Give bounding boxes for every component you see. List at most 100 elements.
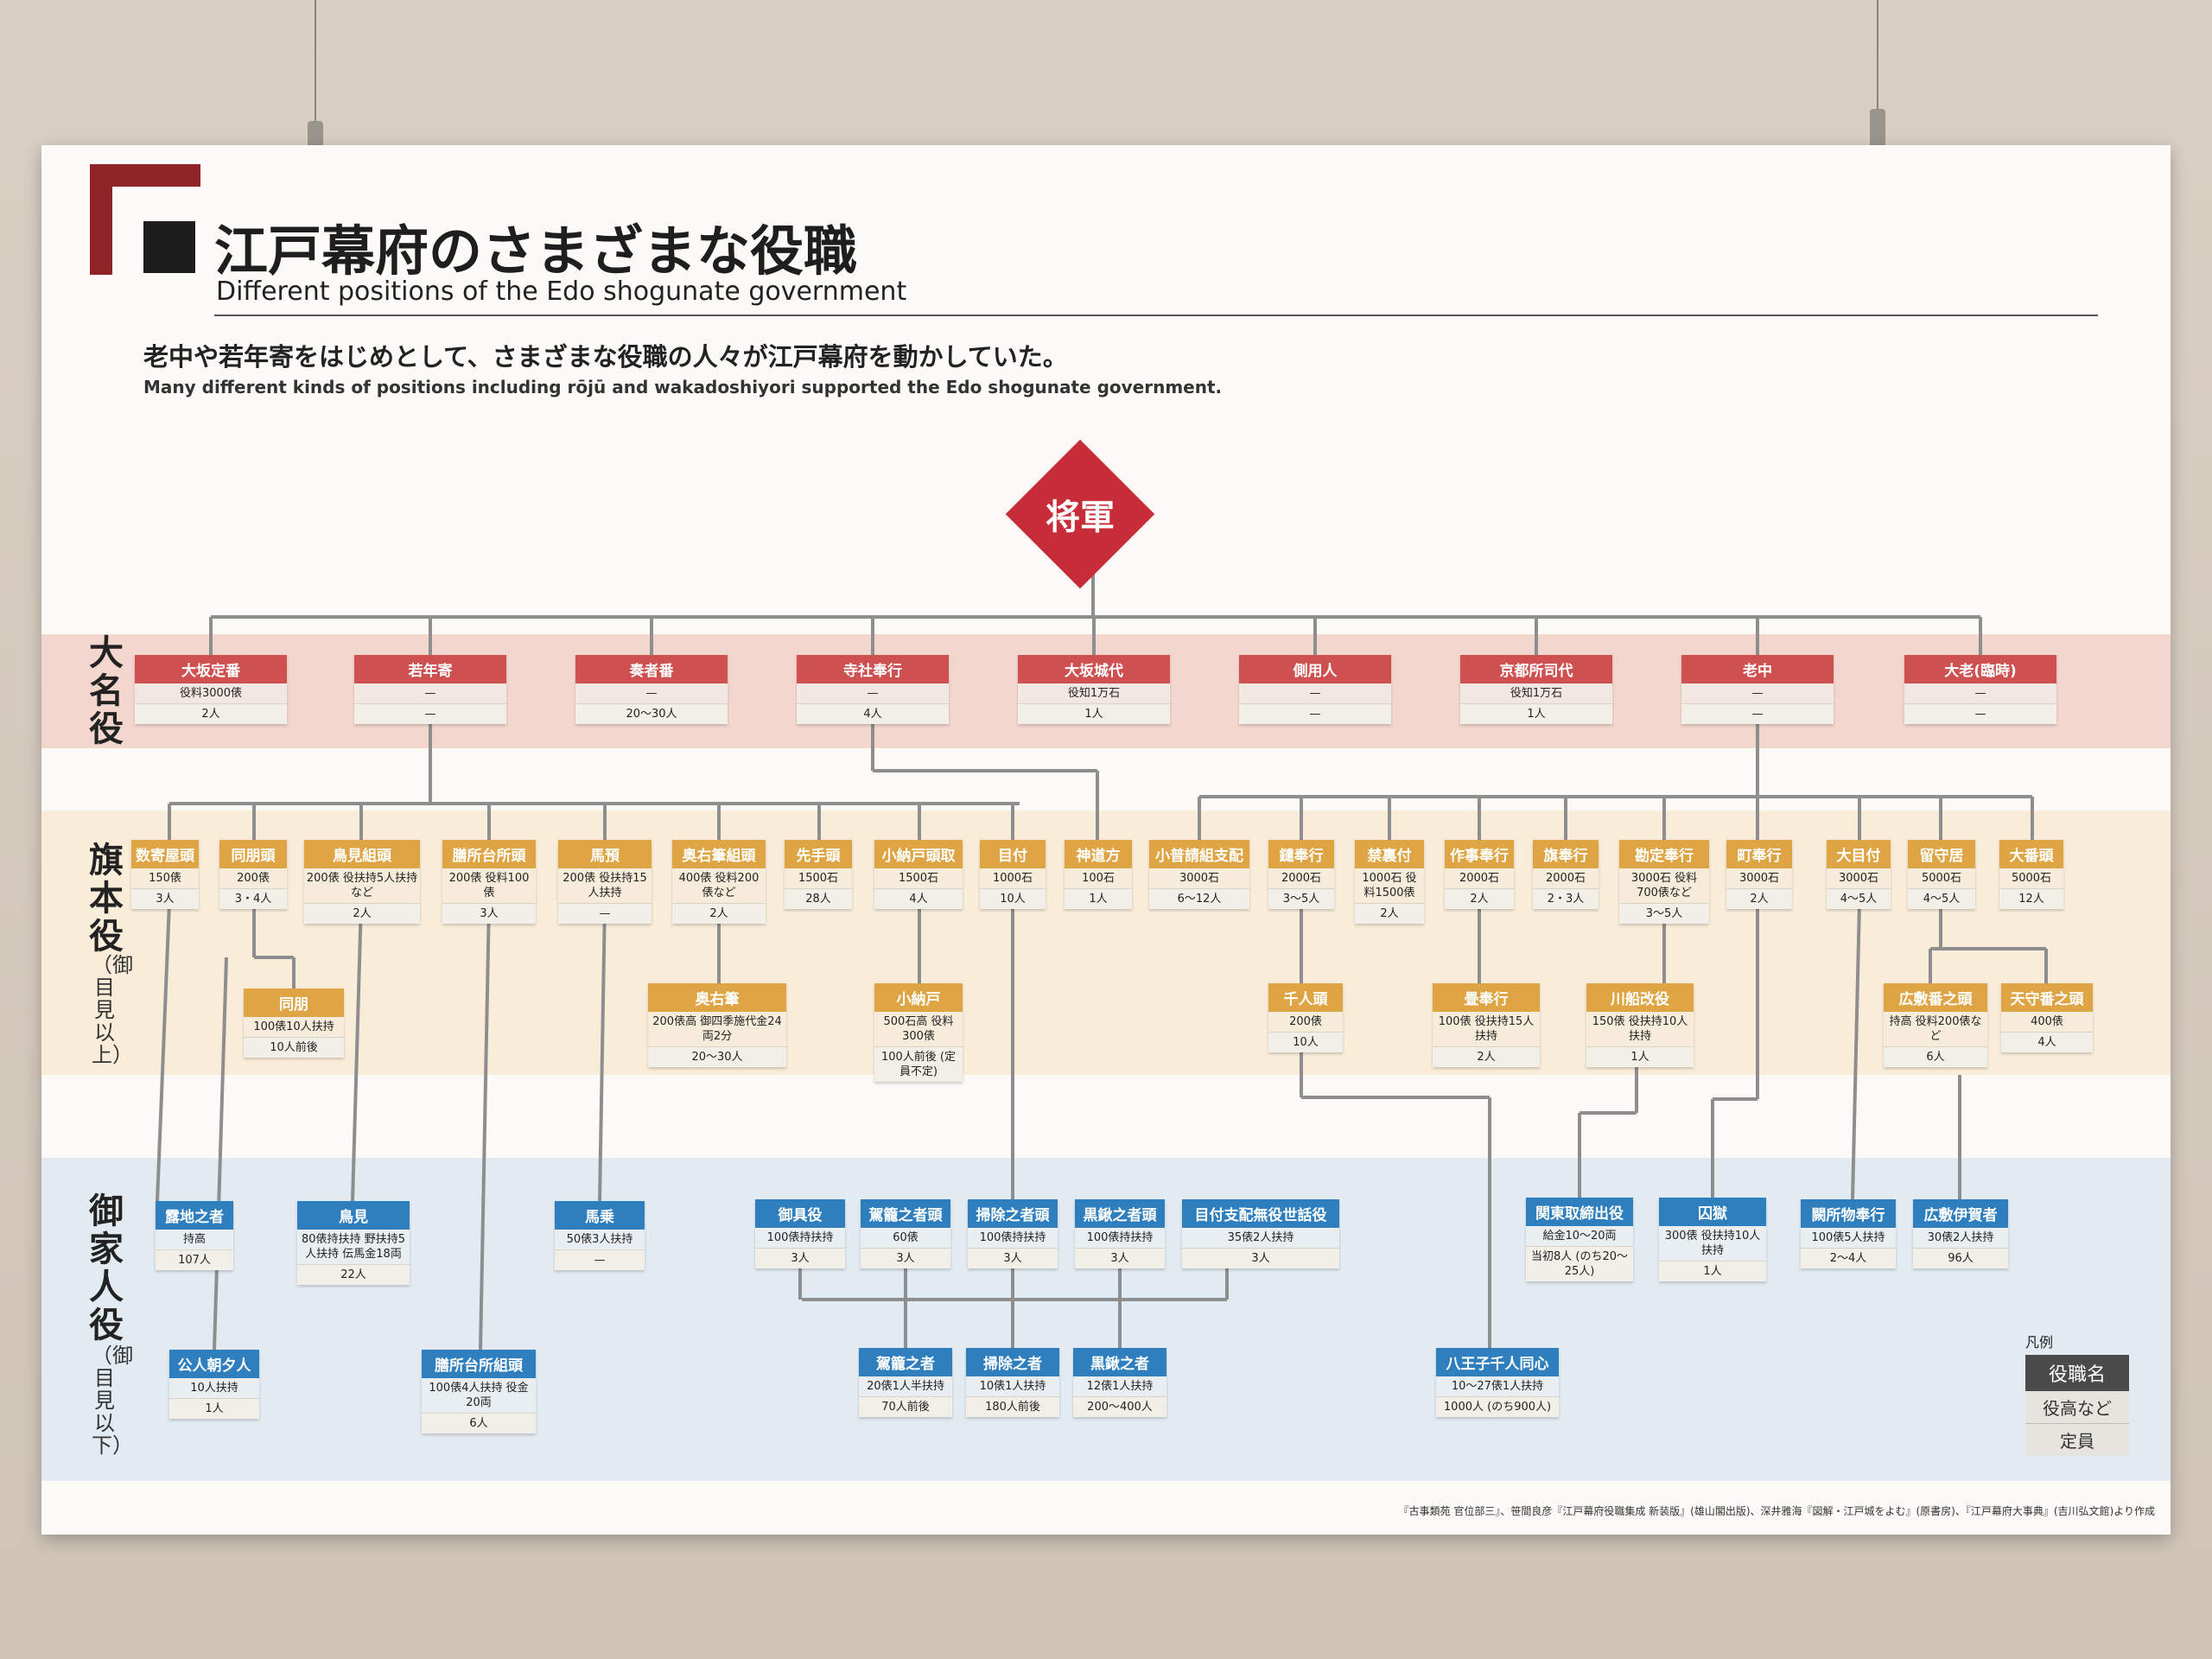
- title-square-marker: [143, 221, 195, 273]
- position-name: 闕所物奉行: [1801, 1199, 1896, 1228]
- position-name: 奥右筆組頭: [672, 840, 766, 868]
- position-stipend: 100俵5人扶持: [1801, 1228, 1896, 1249]
- position-stipend: 1500石: [785, 868, 852, 889]
- poster-board: 江戸幕府のさまざまな役職 Different positions of the …: [41, 145, 2171, 1535]
- position-tairo: 大老(臨時)——: [1904, 655, 2056, 724]
- position-stipend: 1000石: [980, 868, 1046, 889]
- position-stipend: 200俵 役扶持5人扶持など: [304, 868, 420, 904]
- position-stipend: 200俵 役料100俵: [442, 868, 536, 904]
- position-name: 露地之者: [156, 1201, 233, 1230]
- position-count: 70人前後: [881, 1401, 930, 1414]
- source-credit: 『古事類苑 官位部三』、笹間良彦『江戸幕府役職集成 新装版』(雄山閣出版)、深井…: [1398, 1505, 2156, 1517]
- title-accent-bracket: [90, 164, 200, 275]
- position-stipend: 2000石: [1445, 868, 1514, 889]
- position-count: 2・3人: [1547, 893, 1585, 906]
- position-name: 公人朝夕人: [169, 1350, 259, 1378]
- position-count: —: [1974, 708, 1986, 721]
- connector-line: [156, 901, 171, 1202]
- position-stipend: 持高: [156, 1230, 233, 1250]
- position-count: 3人: [1251, 1252, 1270, 1265]
- band-label-hatamoto: 旗本役: [89, 840, 124, 957]
- hanging-wire-left: [315, 0, 316, 130]
- position-stipend: 100俵持扶持: [968, 1228, 1058, 1249]
- position-name: 千人頭: [1268, 983, 1343, 1012]
- position-stipend: 100俵持扶持: [755, 1228, 845, 1249]
- position-count: 180人前後: [985, 1401, 1040, 1414]
- position-name: 大番頭: [1999, 840, 2063, 868]
- connector-line: [598, 901, 607, 1202]
- position-name: 大目付: [1827, 840, 1891, 868]
- legend: 凡例 役職名 役高など 定員: [2025, 1331, 2129, 1456]
- position-stipend: 500石高 役料300俵: [874, 1012, 963, 1047]
- position-stipend: 役知1万石: [1460, 683, 1612, 704]
- position-sobayonin: 側用人——: [1239, 655, 1391, 724]
- position-name: 鑓奉行: [1268, 840, 1334, 868]
- position-count: 107人: [178, 1254, 211, 1267]
- position-count: 6～12人: [1177, 893, 1222, 906]
- legend-stipend: 役高など: [2025, 1391, 2129, 1424]
- position-name: 作事奉行: [1445, 840, 1514, 868]
- position-name: 膳所台所組頭: [422, 1350, 536, 1378]
- position-stipend: 100俵 役扶持15人扶持: [1433, 1012, 1540, 1047]
- position-stipend: 200俵 役扶持15人扶持: [558, 868, 652, 904]
- position-count: 3～5人: [1282, 893, 1320, 906]
- position-name: 小納戸: [874, 983, 963, 1012]
- position-name: 奏者番: [575, 655, 728, 683]
- position-name: 大老(臨時): [1904, 655, 2056, 683]
- position-name: 黒鍬之者: [1073, 1348, 1166, 1376]
- position-name: 町奉行: [1726, 840, 1792, 868]
- connector-line: [213, 957, 228, 1351]
- position-count: 4人: [909, 893, 928, 906]
- position-name: 目付支配無役世話役: [1182, 1199, 1339, 1228]
- position-stipend: 5000石: [1999, 868, 2063, 889]
- position-name: 駕籠之者頭: [861, 1199, 950, 1228]
- position-name: 寺社奉行: [797, 655, 949, 683]
- position-stipend: 100俵4人扶持 役金20両: [422, 1378, 536, 1414]
- position-stipend: 50俵3人扶持: [555, 1230, 645, 1250]
- position-count: 4～5人: [1923, 893, 1961, 906]
- position-name: 小普請組支配: [1149, 840, 1249, 868]
- position-count: 3人: [896, 1252, 915, 1265]
- position-name: 奥右筆: [648, 983, 786, 1012]
- position-count: 1000人 (のち900人): [1443, 1401, 1552, 1414]
- position-count: 10人: [1000, 893, 1026, 906]
- position-count: 2～4人: [1829, 1252, 1867, 1265]
- position-stipend: 100俵10人扶持: [244, 1017, 344, 1038]
- position-name: 若年寄: [354, 655, 506, 683]
- position-stipend: 60俵: [861, 1228, 950, 1249]
- position-stipend: 200俵: [219, 868, 287, 889]
- title-japanese: 江戸幕府のさまざまな役職: [214, 219, 858, 283]
- position-name: 馬預: [558, 840, 652, 868]
- position-stipend: 35俵2人扶持: [1182, 1228, 1339, 1249]
- position-jisha-bugyo: 寺社奉行—4人: [797, 655, 949, 724]
- position-count: 1人: [205, 1402, 224, 1415]
- position-count: 6人: [469, 1417, 488, 1430]
- position-name: 天守番之頭: [2001, 983, 2093, 1012]
- position-name: 広敷伊賀者: [1913, 1199, 2008, 1228]
- position-count: 96人: [1948, 1252, 1974, 1265]
- position-stipend: 1000石 役料1500俵: [1355, 868, 1424, 904]
- position-stipend: 1500石: [874, 868, 963, 889]
- position-stipend: 10～27俵1人扶持: [1436, 1376, 1559, 1397]
- position-name: 留守居: [1908, 840, 1975, 868]
- band-label-gokenin: 御家人役: [89, 1191, 124, 1345]
- position-name: 勘定奉行: [1619, 840, 1709, 868]
- position-name: 大坂城代: [1018, 655, 1170, 683]
- position-count: 4～5人: [1840, 893, 1878, 906]
- position-stipend: —: [575, 683, 728, 704]
- position-count: 4人: [863, 708, 882, 721]
